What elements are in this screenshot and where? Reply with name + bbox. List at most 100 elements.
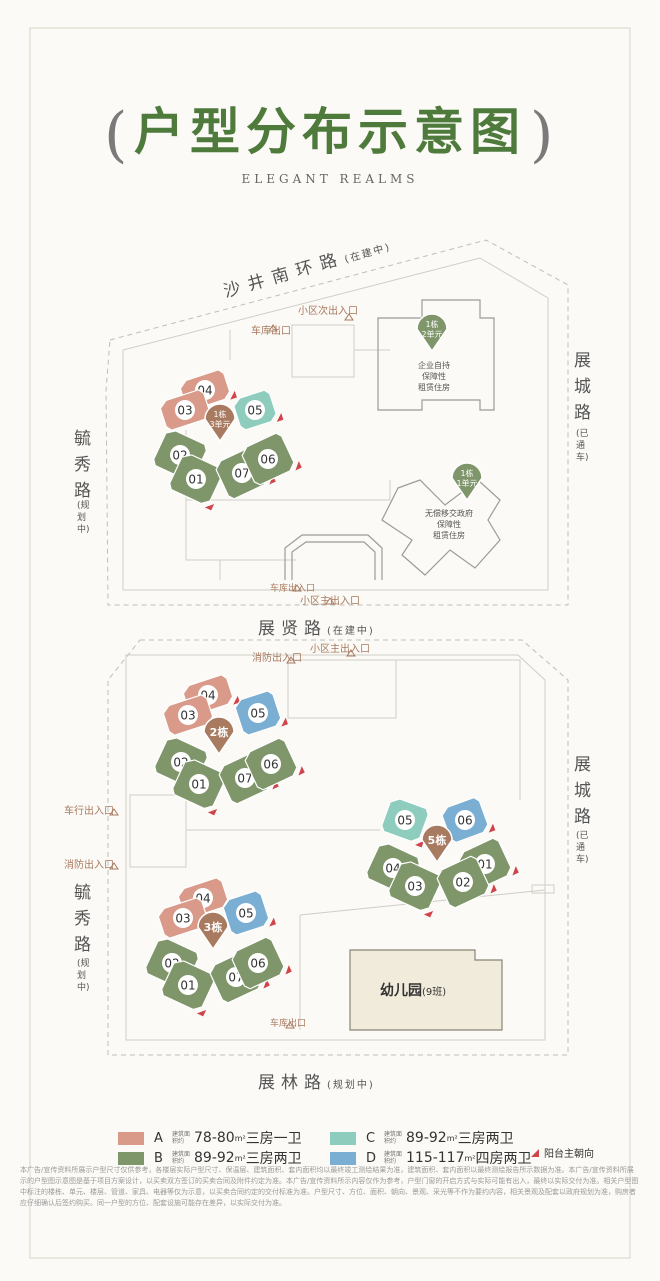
b1-3-unit-06-badge [258, 449, 278, 469]
b1-3-unit-01-badge [186, 469, 206, 489]
b2-unit-01-balcony-marker [207, 809, 218, 816]
b3-unit-05-number: 05 [238, 907, 253, 921]
road-west-top: 毓秀路 [74, 429, 91, 501]
b1-3-unit-06: 06 [241, 432, 302, 486]
b5-unit-02-balcony-marker [490, 884, 497, 894]
road-west-bottom-status: (规划中) [77, 959, 90, 993]
legend-letter: D [366, 1150, 377, 1166]
legend-area: 115-117 [406, 1150, 465, 1166]
building-1-unit-2-outline [377, 299, 495, 411]
road-east-top-status: (已通车) [576, 429, 589, 463]
road-bottom: 展林路(规划中) [258, 1073, 375, 1093]
legend-unit: m² [464, 1153, 476, 1163]
b1-3-unit-03-badge [175, 400, 195, 420]
kindergarten [349, 949, 503, 1031]
legend-area: 89-92 [194, 1150, 235, 1166]
b2-unit-05-badge [248, 703, 268, 723]
garage-entrance-structure [284, 534, 383, 580]
road-west-bottom: 毓秀路 [74, 883, 91, 955]
legend-balcony-label: 阳台主朝向 [544, 1149, 594, 1160]
b1-3-unit-01-balcony-marker [204, 504, 215, 511]
b2-unit-03: 03 [162, 694, 220, 736]
b5-unit-03-badge [405, 876, 425, 896]
legend-swatch [330, 1151, 356, 1165]
b3-unit-01-balcony-marker [196, 1010, 207, 1017]
b3-unit-03: 03 [157, 897, 215, 939]
b3-unit-06: 06 [231, 936, 292, 990]
legend-letter: C [366, 1130, 376, 1146]
road-middle: 展贤路(在建中) [258, 619, 375, 639]
legend-area: 78-80 [194, 1130, 235, 1146]
building-3-marker-label: 3栋 [204, 920, 223, 934]
road-east-top: 展城路 [574, 351, 591, 423]
b1-3-unit-01: 01 [169, 454, 223, 511]
b1-3-unit-05-balcony-marker [276, 413, 284, 422]
legend-unit: m² [234, 1153, 246, 1163]
building-3-marker: 3栋 [197, 911, 229, 951]
title-right-bracket: ) [530, 100, 554, 170]
building-5-marker: 5栋 [421, 824, 453, 864]
road-east-bottom: 展城路 [574, 755, 591, 827]
b3-unit-05: 05 [222, 890, 276, 936]
legend-swatch [118, 1131, 144, 1145]
legend-desc: 三房两卫 [457, 1131, 514, 1147]
entrance-bottom-fire-left: 消防出入口 [64, 860, 114, 871]
building-1-unit-2-marker-line1: 1栋 [425, 319, 438, 329]
b1-3-unit-03: 03 [159, 389, 217, 431]
building-1-unit-3-marker-line1: 1栋 [213, 409, 226, 419]
legend-unit: m² [234, 1133, 246, 1143]
b2-unit-04-balcony-marker [233, 695, 240, 705]
b2-unit-07: 07 [218, 751, 279, 805]
b2-unit-07-badge [235, 768, 255, 788]
b1-3-unit-07-number: 07 [234, 467, 249, 481]
b5-unit-01-balcony-marker [512, 866, 519, 876]
entrance-arrow-icon-6 [109, 808, 119, 816]
b1-3-unit-04-balcony-marker [230, 390, 237, 400]
legend-area-note: 建筑面积约 [384, 1131, 403, 1145]
building-1-unit-2-desc: 企业自持保障性租赁住房 [418, 361, 450, 392]
b2-unit-06: 06 [244, 737, 305, 791]
b1-3-unit-06-number: 06 [260, 453, 275, 467]
building-2-marker-label: 2栋 [210, 725, 229, 739]
legend-swatch [118, 1151, 144, 1165]
legend-balcony: 阳台主朝向 [530, 1145, 594, 1160]
entrance-arrow-icon-8 [285, 1021, 295, 1029]
entrance-arrow-icon-2 [292, 584, 302, 592]
b3-unit-07-balcony-marker [263, 979, 270, 989]
b1-3-unit-05-number: 05 [247, 404, 262, 418]
b5-unit-06-balcony-marker [488, 823, 496, 833]
entrance-top-garage: 车库出入口 [270, 584, 316, 594]
b2-unit-06-balcony-marker [298, 766, 305, 776]
b5-unit-03-number: 03 [407, 880, 422, 894]
entrance-bottom-main: 小区主出入口 [310, 644, 370, 655]
building-1-unit-1-marker-line2: 1单元 [456, 478, 477, 488]
b1-3-unit-06-balcony-marker [295, 461, 302, 471]
b1-3-unit-07-badge [232, 463, 252, 483]
building-1-unit-1-marker-line1: 1栋 [460, 468, 473, 478]
legend-area: 89-92 [406, 1130, 447, 1146]
road-east-bottom-status: (已通车) [576, 831, 589, 865]
entrance-top-main: 小区主出入口 [300, 596, 360, 607]
b5-unit-05-balcony-marker [415, 840, 425, 848]
legend-area-note: 建筑面积约 [384, 1151, 403, 1165]
legend-unit: m² [446, 1133, 458, 1143]
page-subtitle: ELEGANT REALMS [241, 172, 419, 186]
entrance-arrow-icon-3 [325, 597, 335, 605]
b2-unit-03-badge [178, 705, 198, 725]
entrance-top-secondary: 小区次出入口 [298, 306, 358, 317]
legend-swatch [330, 1131, 356, 1145]
entrance-arrow-icon-4 [286, 656, 296, 664]
b1-3-unit-03-number: 03 [177, 404, 192, 418]
b1-3-unit-07-balcony-marker [269, 475, 276, 485]
legend-desc: 三房两卫 [245, 1151, 302, 1167]
b3-unit-06-badge [248, 953, 268, 973]
page-title: 户型分布示意图 [134, 103, 526, 161]
b1-3-unit-05-badge [245, 400, 265, 420]
b2-unit-06-number: 06 [263, 758, 278, 772]
entrance-arrow-icon-1 [268, 324, 278, 332]
